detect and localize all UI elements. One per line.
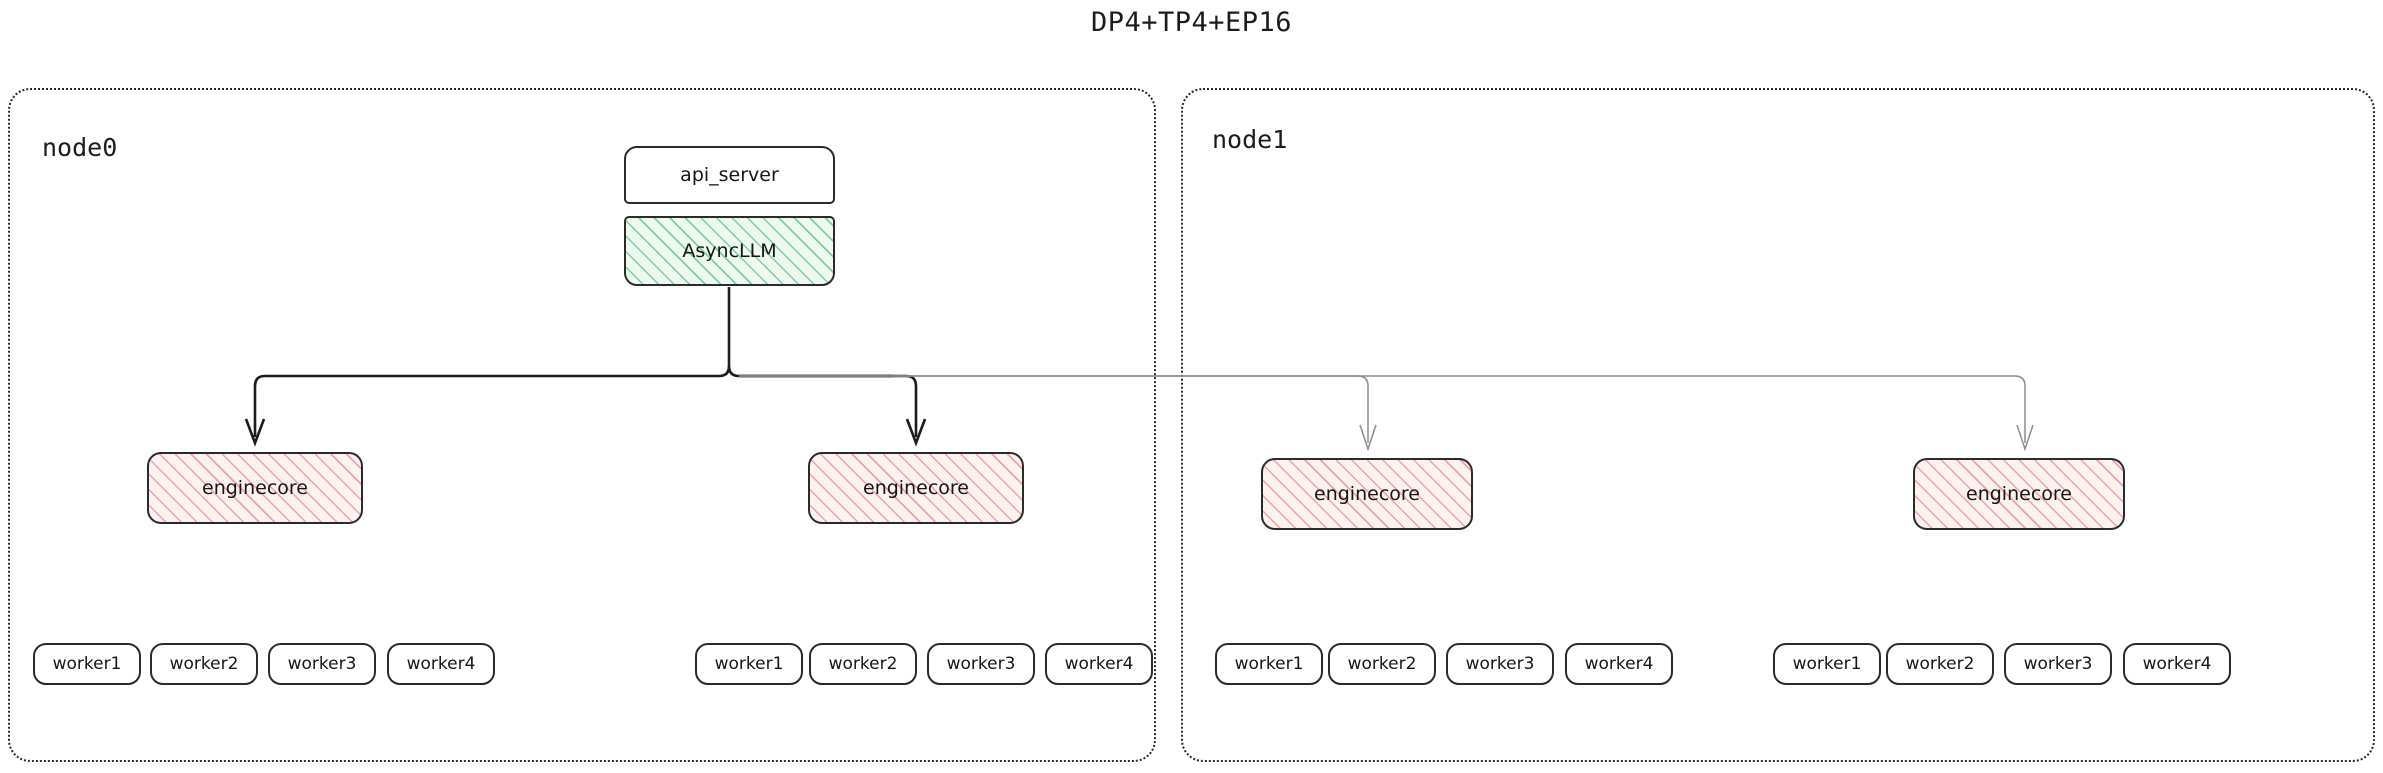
node-worker-g0-3[interactable]: worker3 — [268, 643, 376, 685]
node-enginecore-2-label: enginecore — [1314, 483, 1420, 505]
node-worker-g3-3-label: worker3 — [2023, 654, 2093, 674]
node-worker-g3-3[interactable]: worker3 — [2004, 643, 2112, 685]
node-api-server[interactable]: api_server — [624, 146, 835, 204]
node-worker-g1-1-label: worker1 — [714, 654, 784, 674]
node-worker-g3-4-label: worker4 — [2142, 654, 2212, 674]
node-worker-g0-1[interactable]: worker1 — [33, 643, 141, 685]
node-worker-g2-2-label: worker2 — [1347, 654, 1417, 674]
node-worker-g2-2[interactable]: worker2 — [1328, 643, 1436, 685]
node-worker-g0-2-label: worker2 — [169, 654, 239, 674]
node-worker-g1-4[interactable]: worker4 — [1045, 643, 1153, 685]
node-worker-g3-1-label: worker1 — [1792, 654, 1862, 674]
node-worker-g1-1[interactable]: worker1 — [695, 643, 803, 685]
node-worker-g3-2[interactable]: worker2 — [1886, 643, 1994, 685]
node-worker-g2-3-label: worker3 — [1465, 654, 1535, 674]
node-api-server-label: api_server — [680, 164, 779, 186]
node-enginecore-3-label: enginecore — [1966, 483, 2072, 505]
node-async-llm[interactable]: AsyncLLM — [624, 216, 835, 286]
node-worker-g0-4-label: worker4 — [406, 654, 476, 674]
node-worker-g2-3[interactable]: worker3 — [1446, 643, 1554, 685]
node-enginecore-0[interactable]: enginecore — [147, 452, 363, 524]
node-worker-g3-1[interactable]: worker1 — [1773, 643, 1881, 685]
node-worker-g0-3-label: worker3 — [287, 654, 357, 674]
node-worker-g0-2[interactable]: worker2 — [150, 643, 258, 685]
node-worker-g1-4-label: worker4 — [1064, 654, 1134, 674]
node-enginecore-1[interactable]: enginecore — [808, 452, 1024, 524]
node-worker-g1-3-label: worker3 — [946, 654, 1016, 674]
node-enginecore-3[interactable]: enginecore — [1913, 458, 2125, 530]
node-worker-g2-4-label: worker4 — [1584, 654, 1654, 674]
cluster-node1-label: node1 — [1212, 125, 1288, 154]
node-worker-g2-1-label: worker1 — [1234, 654, 1304, 674]
node-worker-g1-2-label: worker2 — [828, 654, 898, 674]
node-enginecore-0-label: enginecore — [202, 477, 308, 499]
node-worker-g3-4[interactable]: worker4 — [2123, 643, 2231, 685]
node-enginecore-1-label: enginecore — [863, 477, 969, 499]
node-worker-g1-3[interactable]: worker3 — [927, 643, 1035, 685]
cluster-node0-label: node0 — [42, 133, 118, 162]
node-worker-g2-1[interactable]: worker1 — [1215, 643, 1323, 685]
node-enginecore-2[interactable]: enginecore — [1261, 458, 1473, 530]
node-worker-g3-2-label: worker2 — [1905, 654, 1975, 674]
node-async-llm-label: AsyncLLM — [682, 240, 777, 262]
node-worker-g0-1-label: worker1 — [52, 654, 122, 674]
node-worker-g2-4[interactable]: worker4 — [1565, 643, 1673, 685]
diagram-title: DP4+TP4+EP16 — [1090, 7, 1293, 38]
node-worker-g1-2[interactable]: worker2 — [809, 643, 917, 685]
node-worker-g0-4[interactable]: worker4 — [387, 643, 495, 685]
